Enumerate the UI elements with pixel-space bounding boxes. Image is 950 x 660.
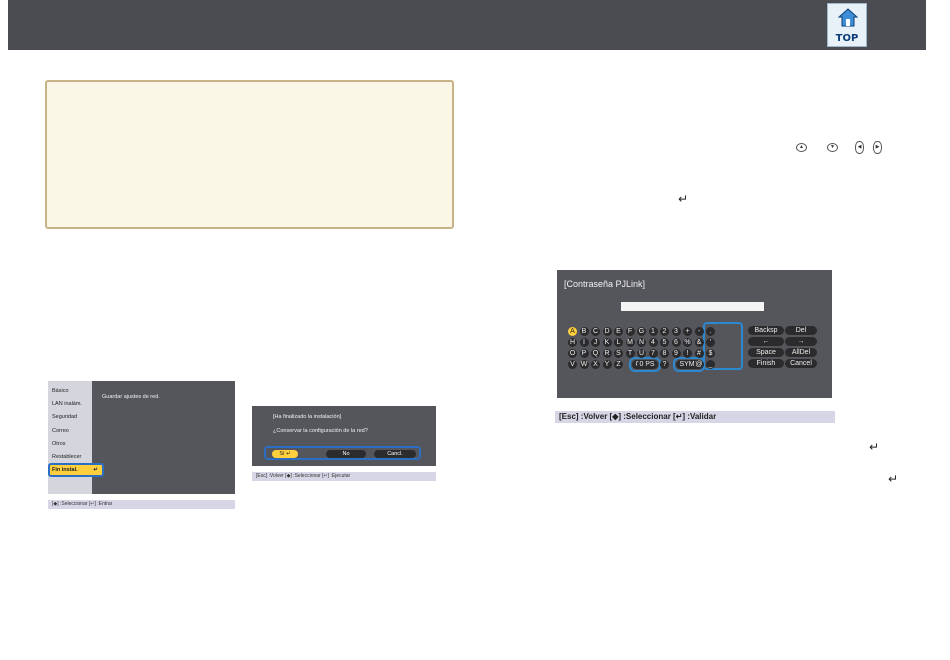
top-label: TOP (835, 33, 859, 44)
keyboard-key[interactable]: E (614, 327, 623, 336)
keyboard-key[interactable]: 9 (671, 349, 681, 358)
keyboard-key[interactable]: + (683, 327, 692, 336)
keyboard-key[interactable]: 6 (671, 338, 681, 347)
keyboard-key[interactable]: F (625, 327, 635, 336)
keyboard-key[interactable]: @ (694, 360, 704, 369)
keyboard-key[interactable]: _ (706, 360, 715, 369)
menu-item-label: Fin instal. (52, 467, 78, 473)
up-button-icon: ▲ (796, 143, 807, 152)
alldel-key[interactable]: AllDel (785, 348, 817, 357)
right-button-icon: ▶ (873, 141, 882, 154)
keyboard-key[interactable]: 2 (660, 327, 669, 336)
confirm-dialog-screen: [Ha finalizado la instalación] ¿Conserva… (252, 406, 436, 466)
header-bar (8, 0, 926, 50)
keyboard-key[interactable]: V (568, 360, 577, 369)
keyboard-key[interactable]: A (568, 327, 577, 336)
keyboard-key[interactable]: - (694, 327, 704, 336)
enter-icon: ↵ (888, 472, 899, 486)
keyboard-key[interactable]: W (579, 360, 589, 369)
enter-icon: ↵ (678, 192, 689, 206)
menu-message: Guardar ajustes de red. (102, 394, 160, 400)
keyboard-key[interactable]: % (683, 338, 692, 347)
keyboard-key[interactable]: T (625, 349, 635, 358)
keyboard-key[interactable]: R (602, 349, 612, 358)
yes-button[interactable]: Sí ↵ (272, 450, 298, 458)
keyboard-key[interactable]: Y (602, 360, 612, 369)
keyboard-key[interactable]: G (637, 327, 646, 336)
menu-item-seguridad[interactable]: Seguridad (52, 414, 78, 420)
keyboard-key[interactable]: J (591, 338, 600, 347)
keyboard-hint-bar: [Esc] :Volver [◆] :Seleccionar [↵] :Vali… (555, 411, 835, 423)
keyboard-key[interactable]: C (591, 327, 600, 336)
cancel-key[interactable]: Cancel (785, 359, 817, 368)
keyboard-key[interactable]: $ (706, 349, 715, 358)
keyboard-key[interactable]: O (568, 349, 577, 358)
keyboard-key[interactable]: 3 (671, 327, 681, 336)
keyboard-title: [Contraseña PJLink] (564, 279, 646, 289)
keyboard-key[interactable]: D (602, 327, 612, 336)
dialog-question: ¿Conservar la configuración de la red? (273, 428, 368, 434)
menu-item-correo[interactable]: Correo (52, 428, 69, 434)
menu-list (48, 381, 92, 494)
keyboard-key[interactable]: ! (683, 349, 692, 358)
keyboard-key[interactable]: M (625, 338, 635, 347)
backspace-key[interactable]: Backsp (748, 326, 784, 335)
keyboard-key[interactable]: ? (660, 360, 669, 369)
pjlink-keyboard-screen: [Contraseña PJLink] C A P S SYM1 Backsp Del… (557, 270, 832, 398)
keyboard-key[interactable]: I (579, 338, 589, 347)
menu-item-otros[interactable]: Otros (52, 441, 66, 447)
keyboard-key[interactable]: N (637, 338, 646, 347)
left-button-icon: ◀ (855, 141, 864, 154)
keyboard-key[interactable]: P (579, 349, 589, 358)
dialog-hint-bar: [Esc] :Volver [◆] :Seleccionar [↵] :Ejec… (252, 472, 436, 481)
password-field[interactable] (621, 302, 764, 311)
keyboard-key[interactable]: 5 (660, 338, 669, 347)
menu-item-basico[interactable]: Básico (52, 388, 69, 394)
keyboard-key[interactable]: # (694, 349, 704, 358)
home-icon (838, 8, 858, 27)
note-box (45, 80, 454, 229)
keyboard-key[interactable]: Q (591, 349, 600, 358)
menu-item-restablecer[interactable]: Restablecer (52, 454, 82, 460)
keyboard-key[interactable]: 0 (637, 360, 646, 369)
no-button[interactable]: No (326, 450, 366, 458)
dialog-button-highlight (264, 446, 421, 460)
yes-button-label: Sí (279, 451, 285, 457)
symbol-highlight (703, 322, 743, 370)
delete-key[interactable]: Del (785, 326, 817, 335)
keyboard-key[interactable]: S (614, 349, 623, 358)
space-key[interactable]: Space (748, 348, 784, 357)
cursor-left-key[interactable]: ← (748, 337, 784, 346)
top-link[interactable]: TOP (827, 3, 867, 47)
keyboard-key[interactable]: Z (614, 360, 623, 369)
keyboard-key[interactable]: B (579, 327, 589, 336)
keyboard-key[interactable]: U (637, 349, 646, 358)
cursor-right-key[interactable]: → (785, 337, 817, 346)
keyboard-key[interactable]: ' (706, 338, 715, 347)
keyboard-key[interactable]: 8 (660, 349, 669, 358)
enter-icon: ↵ (93, 467, 98, 473)
keyboard-key[interactable]: & (694, 338, 704, 347)
network-menu-screen: Básico LAN inalám. Seguridad Correo Otro… (48, 381, 235, 494)
keyboard-key[interactable]: . (706, 327, 715, 336)
keyboard-key[interactable]: 4 (648, 338, 658, 347)
dialog-title: [Ha finalizado la instalación] (273, 414, 342, 420)
keyboard-key[interactable]: L (614, 338, 623, 347)
sym-highlight (673, 357, 705, 372)
keyboard-key[interactable]: 1 (648, 327, 658, 336)
menu-hint-bar: [◆] :Seleccionar [↵] :Entrar (48, 500, 235, 509)
menu-item-lan[interactable]: LAN inalám. (52, 401, 82, 407)
down-button-icon: ▼ (827, 143, 838, 152)
keyboard-key[interactable]: X (591, 360, 600, 369)
menu-item-fin-instal[interactable]: Fin instal. ↵ (48, 463, 104, 477)
cancel-button[interactable]: Cancl. (374, 450, 416, 458)
finish-key[interactable]: Finish (748, 359, 784, 368)
enter-icon: ↵ (286, 451, 291, 457)
enter-icon: ↵ (869, 440, 880, 454)
keyboard-key[interactable]: 7 (648, 349, 658, 358)
keyboard-key[interactable]: K (602, 338, 612, 347)
keyboard-key[interactable]: H (568, 338, 577, 347)
sym-key[interactable]: SYM1 (676, 360, 702, 369)
